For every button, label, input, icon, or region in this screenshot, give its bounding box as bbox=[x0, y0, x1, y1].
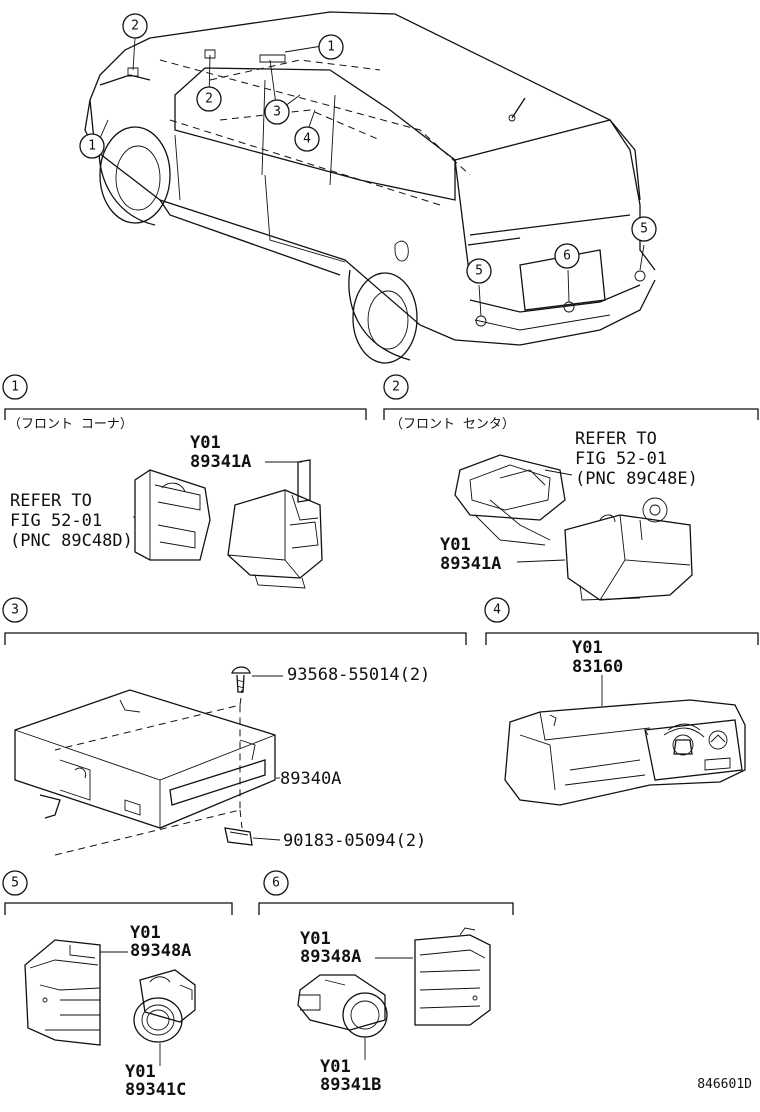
diagram-code: 846601D bbox=[697, 1077, 752, 1092]
part-number: 89341A bbox=[190, 452, 251, 472]
section-5: 5 Y01 89348A Y01 89341C bbox=[2, 870, 233, 1100]
vehicle-overview-illustration bbox=[84, 11, 656, 364]
part-code: Y01 bbox=[130, 923, 161, 943]
svg-text:4: 4 bbox=[303, 132, 311, 147]
section-note: （フロント センタ） bbox=[390, 417, 515, 432]
part-code: Y01 bbox=[572, 638, 603, 658]
clip-nut-icon bbox=[224, 827, 253, 846]
callout-marker: 4 bbox=[294, 126, 320, 152]
part-number: 89348A bbox=[130, 941, 191, 961]
refer-line: FIG 52-01 bbox=[10, 511, 102, 531]
part-number: 83160 bbox=[572, 657, 623, 677]
svg-text:2: 2 bbox=[205, 92, 213, 107]
bracket-illustration bbox=[414, 927, 491, 1026]
callout-marker: 1 bbox=[79, 133, 105, 159]
bracket-illustration bbox=[24, 939, 101, 1046]
callout-marker: 5 bbox=[631, 216, 657, 242]
part-number: 93568-55014(2) bbox=[287, 665, 430, 685]
overview-callouts: 2 1 2 3 1 4 5 6 5 bbox=[79, 13, 657, 284]
svg-text:1: 1 bbox=[88, 139, 96, 154]
svg-text:3: 3 bbox=[273, 105, 281, 120]
callout-marker: 2 bbox=[122, 13, 148, 39]
refer-line: FIG 52-01 bbox=[575, 449, 667, 469]
part-number: 89341B bbox=[320, 1075, 381, 1095]
callout-marker: 6 bbox=[554, 243, 580, 269]
section-1: 1 （フロント コーナ） REFER TO FIG 52-01 (PNC 89C… bbox=[2, 374, 367, 589]
section-note: （フロント コーナ） bbox=[8, 417, 133, 432]
bracket-illustration bbox=[454, 454, 566, 546]
section-number: 3 bbox=[11, 603, 19, 618]
part-code: Y01 bbox=[125, 1062, 156, 1082]
part-code: Y01 bbox=[440, 535, 471, 555]
part-code: Y01 bbox=[300, 929, 331, 949]
part-number: 89348A bbox=[300, 947, 361, 967]
part-code: Y01 bbox=[190, 433, 221, 453]
bracket-illustration bbox=[134, 469, 211, 561]
part-number: 90183-05094(2) bbox=[283, 831, 426, 851]
callout-marker: 2 bbox=[196, 86, 222, 112]
svg-text:1: 1 bbox=[327, 40, 335, 55]
part-number: 89340A bbox=[280, 769, 341, 789]
ultrasonic-sensor-illustration bbox=[297, 974, 388, 1038]
section-3: 3 93568-55014(2) 89340A 90183-05094(2) bbox=[2, 597, 467, 856]
part-code: Y01 bbox=[320, 1057, 351, 1077]
part-number: 89341A bbox=[440, 554, 501, 574]
screw-icon bbox=[231, 666, 251, 693]
callout-marker: 5 bbox=[466, 258, 492, 284]
ultrasonic-sensor-illustration bbox=[133, 969, 196, 1043]
callout-marker: 1 bbox=[318, 34, 344, 60]
section-number: 4 bbox=[493, 603, 501, 618]
refer-line: REFER TO bbox=[10, 491, 92, 511]
sensor-illustration bbox=[227, 459, 323, 589]
svg-text:6: 6 bbox=[563, 249, 571, 264]
svg-text:5: 5 bbox=[475, 264, 483, 279]
section-number: 2 bbox=[392, 380, 400, 395]
callout-marker: 3 bbox=[264, 99, 290, 125]
part-number: 89341C bbox=[125, 1080, 186, 1100]
section-6: 6 Y01 89348A Y01 89341B bbox=[258, 870, 514, 1095]
refer-line: REFER TO bbox=[575, 429, 657, 449]
section-number: 5 bbox=[11, 876, 19, 891]
section-number: 6 bbox=[272, 876, 280, 891]
sensor-illustration bbox=[564, 497, 693, 601]
section-2: 2 （フロント センタ） REFER TO FIG 52-01 (PNC 89C… bbox=[383, 374, 759, 601]
refer-line: (PNC 89C48D) bbox=[10, 531, 133, 551]
ecu-illustration bbox=[14, 689, 276, 829]
svg-text:2: 2 bbox=[131, 19, 139, 34]
svg-text:5: 5 bbox=[640, 222, 648, 237]
section-number: 1 bbox=[11, 380, 19, 395]
switch-illustration bbox=[504, 699, 746, 806]
section-4: 4 Y01 83160 bbox=[484, 597, 759, 806]
refer-line: (PNC 89C48E) bbox=[575, 469, 698, 489]
